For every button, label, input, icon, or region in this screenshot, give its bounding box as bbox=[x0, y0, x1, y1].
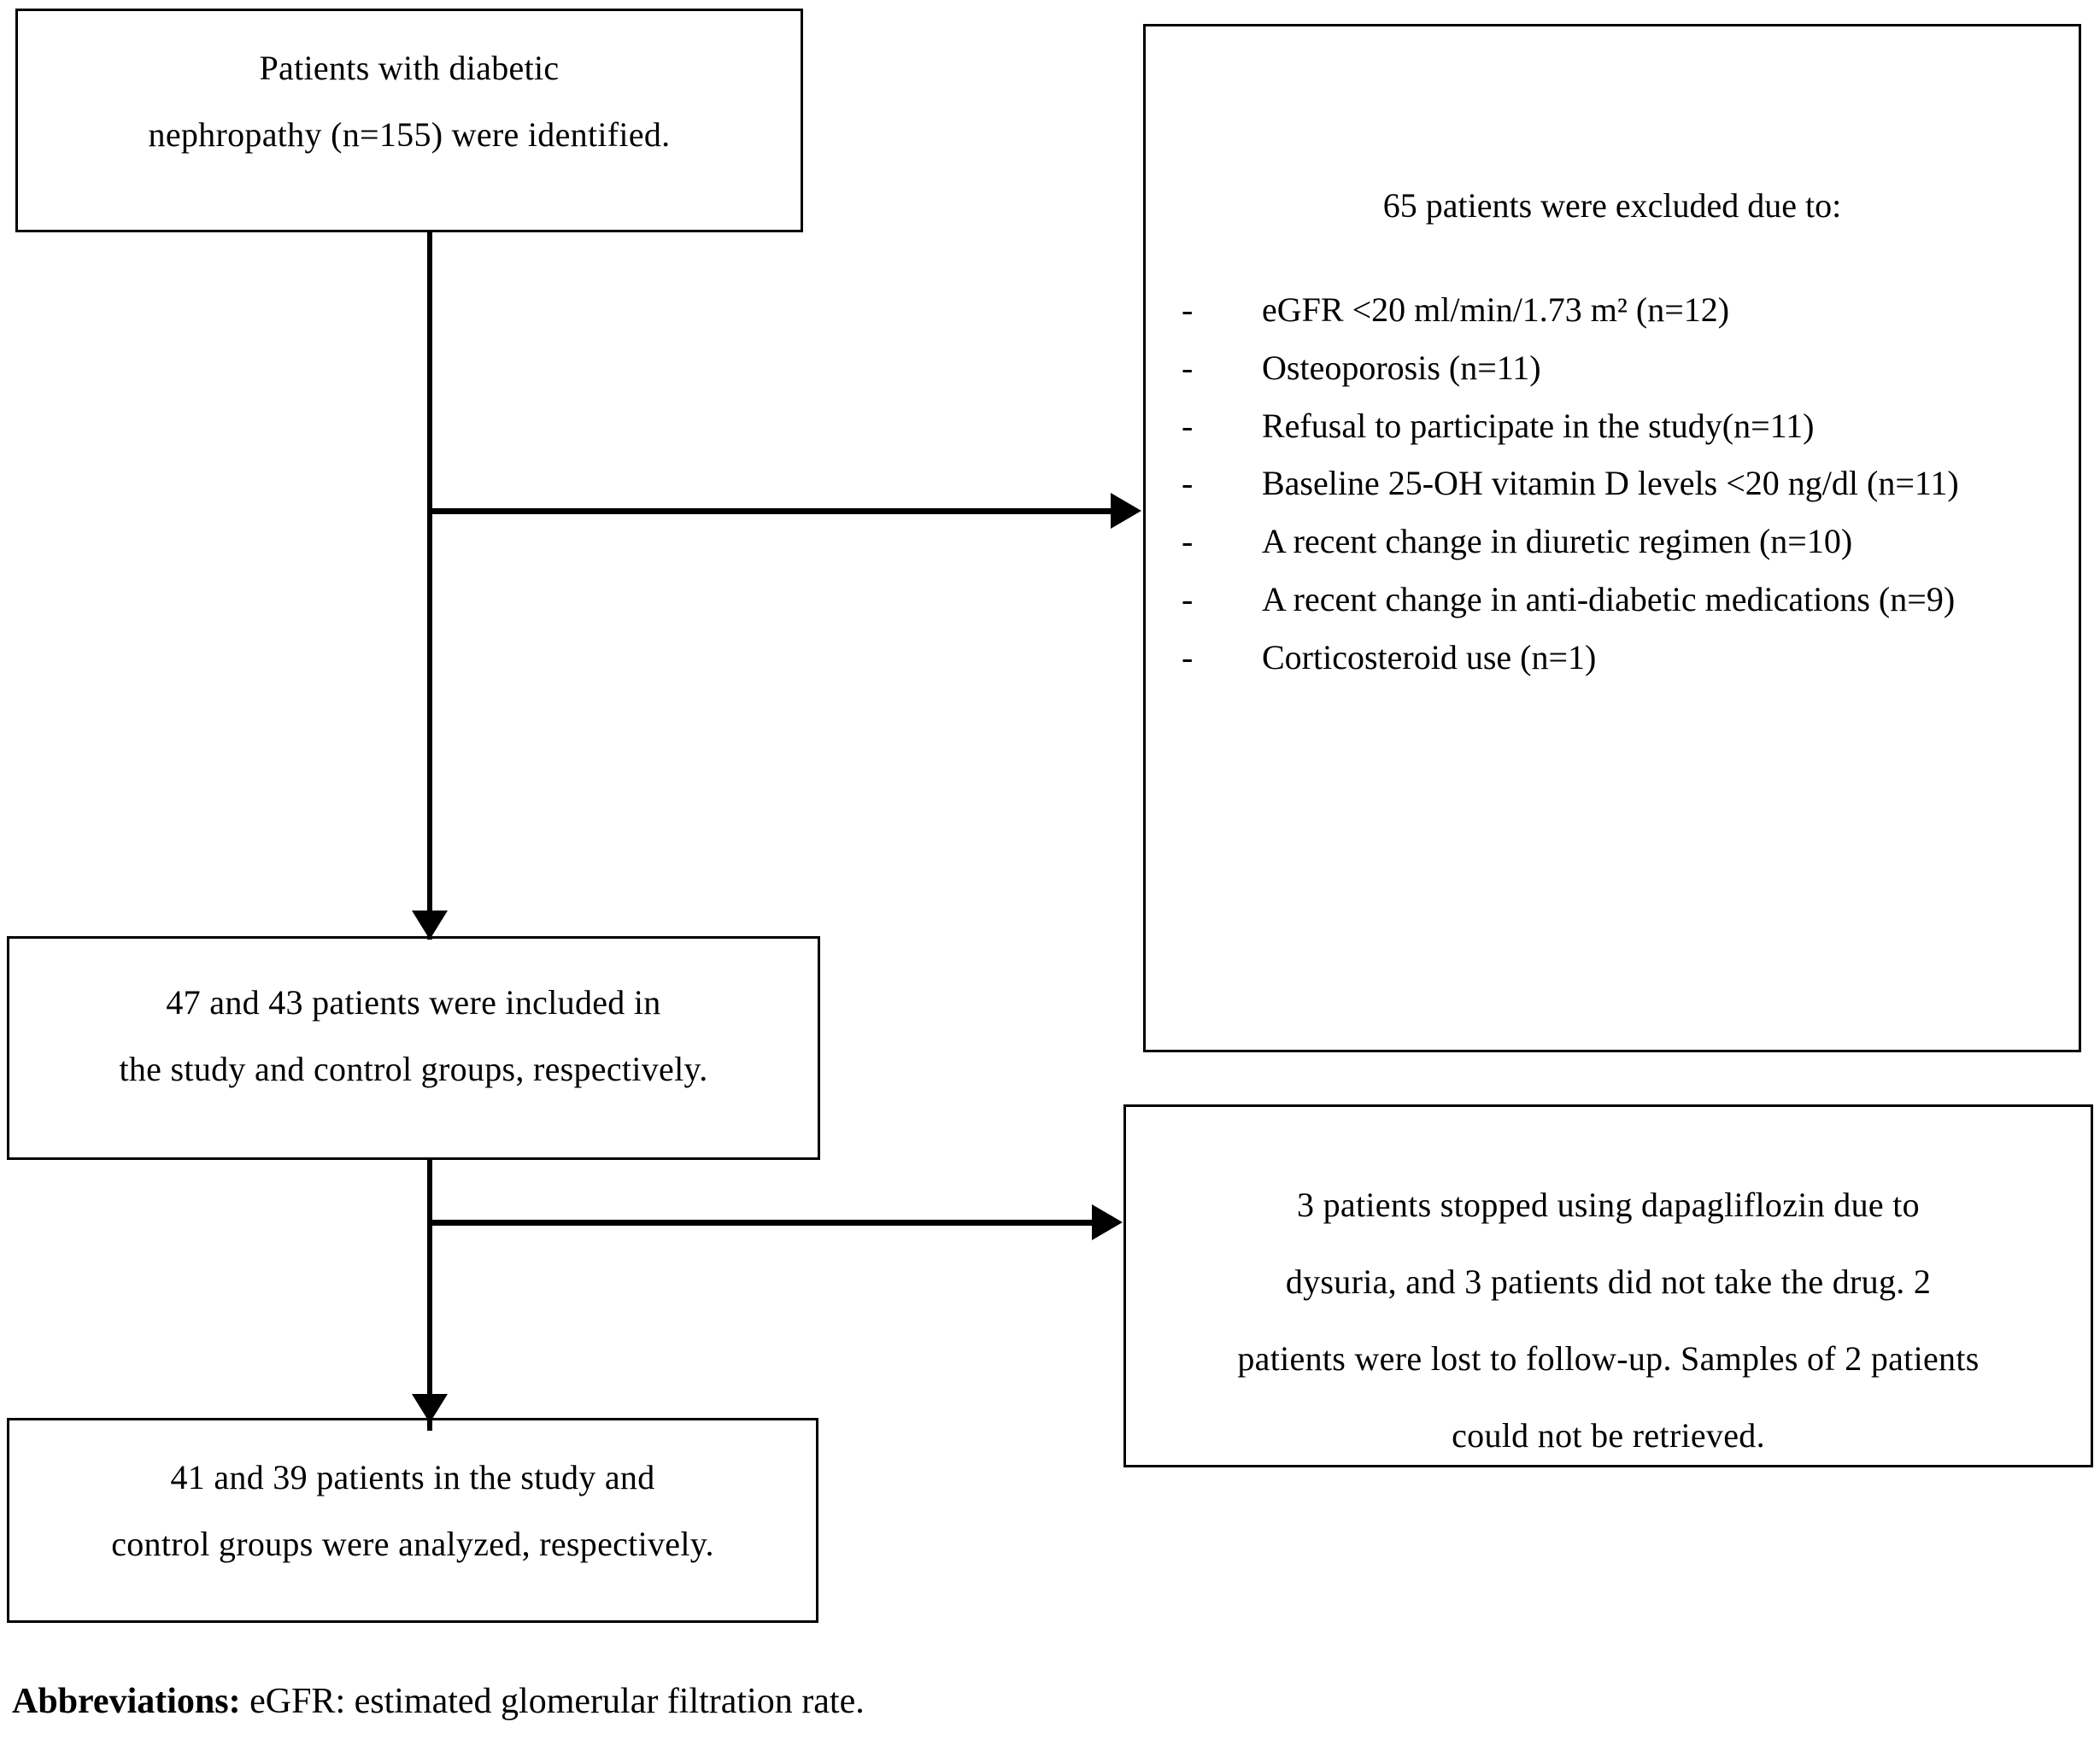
list-item: - Baseline 25-OH vitamin D levels <20 ng… bbox=[1161, 458, 2050, 510]
bullet-dash-icon: - bbox=[1182, 637, 1194, 676]
excluded-item-label: Osteoporosis (n=11) bbox=[1262, 348, 1541, 387]
identified-line-1: Patients with diabetic bbox=[259, 49, 560, 87]
excluded-item-label: Corticosteroid use (n=1) bbox=[1262, 637, 1597, 676]
arrow-right-icon bbox=[1111, 493, 1141, 529]
bullet-dash-icon: - bbox=[1182, 579, 1194, 618]
arrow-down-icon bbox=[412, 911, 448, 940]
dropout-line-4: could not be retrieved. bbox=[1452, 1416, 1765, 1455]
bullet-dash-icon: - bbox=[1182, 406, 1194, 445]
bullet-dash-icon: - bbox=[1182, 464, 1194, 503]
box-patients-analyzed: 41 and 39 patients in the study and cont… bbox=[7, 1418, 818, 1623]
included-line-1: 47 and 43 patients were included in bbox=[166, 983, 661, 1022]
connector-identified-to-included bbox=[427, 231, 432, 940]
list-item: - Refusal to participate in the study(n=… bbox=[1161, 401, 2050, 453]
bullet-dash-icon: - bbox=[1182, 348, 1194, 387]
analyzed-line-1: 41 and 39 patients in the study and bbox=[170, 1458, 655, 1496]
box-patients-excluded: 65 patients were excluded due to: - eGFR… bbox=[1143, 24, 2081, 1052]
list-item: - A recent change in anti-diabetic medic… bbox=[1161, 574, 2050, 626]
box-patients-included-text: 47 and 43 patients were included in the … bbox=[9, 969, 818, 1103]
abbreviations-note: Abbreviations: eGFR: estimated glomerula… bbox=[12, 1681, 865, 1722]
analyzed-line-2: control groups were analyzed, respective… bbox=[111, 1525, 714, 1563]
list-item: - Corticosteroid use (n=1) bbox=[1161, 632, 2050, 684]
bullet-dash-icon: - bbox=[1182, 522, 1194, 561]
dropout-line-1: 3 patients stopped using dapagliflozin d… bbox=[1297, 1186, 1920, 1224]
box-patients-identified-text: Patients with diabetic nephropathy (n=15… bbox=[18, 35, 801, 168]
list-item: - Osteoporosis (n=11) bbox=[1161, 343, 2050, 395]
connector-to-dropout bbox=[427, 1220, 1100, 1226]
box-patients-analyzed-text: 41 and 39 patients in the study and cont… bbox=[9, 1444, 816, 1578]
box-patients-included: 47 and 43 patients were included in the … bbox=[7, 936, 820, 1160]
list-item: - A recent change in diuretic regimen (n… bbox=[1161, 516, 2050, 568]
excluded-criteria-list: - eGFR <20 ml/min/1.73 m² (n=12) - Osteo… bbox=[1161, 284, 2050, 690]
excluded-item-label: A recent change in anti-diabetic medicat… bbox=[1262, 579, 1956, 618]
arrow-down-icon bbox=[412, 1394, 448, 1423]
identified-line-2: nephropathy (n=155) were identified. bbox=[148, 115, 671, 154]
dropout-line-2: dysuria, and 3 patients did not take the… bbox=[1285, 1262, 1932, 1301]
box-patients-dropout: 3 patients stopped using dapagliflozin d… bbox=[1123, 1104, 2093, 1467]
connector-included-to-analyzed bbox=[427, 1157, 432, 1431]
excluded-heading: 65 patients were excluded due to: bbox=[1382, 186, 1842, 225]
box-patients-identified: Patients with diabetic nephropathy (n=15… bbox=[15, 9, 803, 232]
connector-to-excluded bbox=[427, 508, 1119, 514]
list-item: - eGFR <20 ml/min/1.73 m² (n=12) bbox=[1161, 284, 2050, 337]
bullet-dash-icon: - bbox=[1182, 290, 1194, 329]
dropout-line-3: patients were lost to follow-up. Samples… bbox=[1237, 1339, 1980, 1378]
excluded-item-label: Baseline 25-OH vitamin D levels <20 ng/d… bbox=[1262, 464, 1959, 503]
included-line-2: the study and control groups, respective… bbox=[119, 1050, 708, 1088]
excluded-item-label: Refusal to participate in the study(n=11… bbox=[1262, 406, 1815, 445]
arrow-right-icon bbox=[1092, 1204, 1123, 1240]
excluded-item-label: A recent change in diuretic regimen (n=1… bbox=[1262, 522, 1853, 561]
abbreviations-label: Abbreviations: bbox=[12, 1682, 241, 1721]
box-patients-dropout-text: 3 patients stopped using dapagliflozin d… bbox=[1126, 1167, 2091, 1474]
excluded-item-label: eGFR <20 ml/min/1.73 m² (n=12) bbox=[1262, 290, 1730, 329]
abbreviations-text: eGFR: estimated glomerular filtration ra… bbox=[240, 1682, 865, 1721]
